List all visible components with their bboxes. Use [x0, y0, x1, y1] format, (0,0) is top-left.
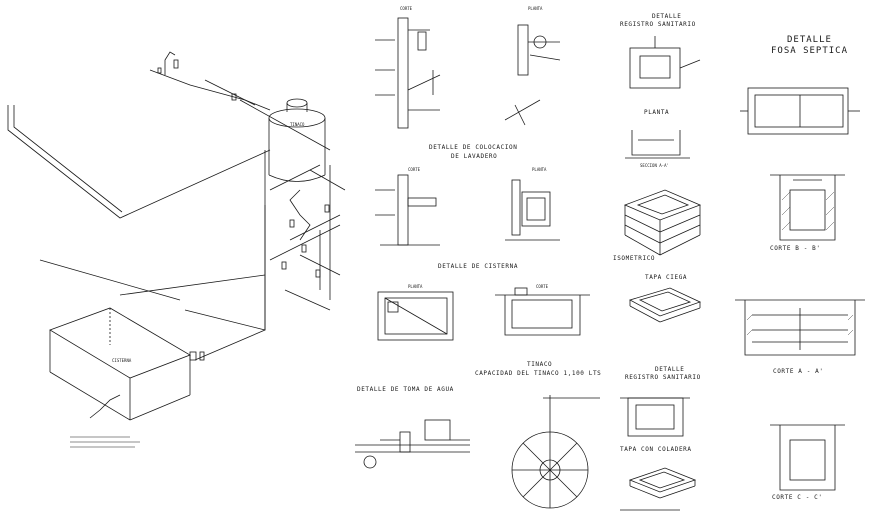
label-detalle-registro-1: DETALLE	[652, 13, 682, 20]
fosa-corte-c	[770, 424, 845, 491]
notes-lines	[70, 436, 140, 448]
label-detalle-toma: DETALLE DE TOMA DE AGUA	[357, 386, 454, 393]
label-planta-registro: PLANTA	[644, 109, 670, 116]
tinaco-planta	[511, 395, 600, 509]
label-detalle-registro-2: REGISTRO SANITARIO	[620, 21, 696, 28]
label-corte-a: CORTE A - A'	[773, 368, 824, 375]
label-planta-top: PLANTA	[528, 6, 543, 11]
fosa-septica-planta	[740, 87, 860, 135]
fosa-corte-a	[735, 299, 865, 356]
label-detalle-cisterna: DETALLE DE CISTERNA	[438, 263, 519, 270]
label-corte-top: CORTE	[400, 6, 413, 11]
label-tapa-coladera: TAPA CON COLADERA	[620, 446, 692, 453]
registro-seccion	[625, 130, 690, 159]
label-detalle-lavadero-1: DETALLE DE COLOCACION	[429, 144, 518, 151]
label-tapa-ciega: TAPA CIEGA	[645, 274, 688, 281]
label-cisterna-tank: CISTERNA	[112, 358, 132, 363]
fosa-corte-b	[770, 174, 845, 241]
tinaco-tank	[268, 98, 326, 182]
registro-planta-top	[629, 36, 701, 89]
label-tinaco-2: CAPACIDAD DEL TINACO 1,100 LTS	[475, 370, 602, 377]
registro-bottom	[620, 397, 690, 437]
isometric-plumbing-network	[7, 51, 346, 419]
label-corte-lavadero: CORTE	[408, 167, 421, 172]
wall-detail-corte	[375, 17, 441, 129]
label-isometrico: ISOMETRICO	[613, 255, 656, 262]
registro-isometrico	[623, 189, 702, 256]
tapa-ciega	[628, 287, 702, 323]
tapa-coladera	[620, 467, 697, 511]
toma-de-agua	[355, 419, 470, 469]
label-detalle-registro2-2: REGISTRO SANITARIO	[625, 374, 701, 381]
label-detalle-lavadero-2: DE LAVADERO	[451, 153, 498, 160]
hatching	[746, 191, 854, 336]
label-corte-c: CORTE C - C'	[772, 494, 823, 501]
lavadero-detail	[375, 174, 560, 246]
label-seccion: SECCION A-A'	[640, 163, 669, 168]
label-detalle-fosa-2: FOSA SEPTICA	[771, 46, 849, 56]
cisterna-box	[49, 307, 191, 421]
label-planta-lavadero: PLANTA	[532, 167, 547, 172]
label-corte-b: CORTE B - B'	[770, 245, 821, 252]
label-detalle-fosa-1: DETALLE	[787, 35, 832, 45]
label-tinaco-1: TINACO	[527, 361, 553, 368]
wall-detail-planta	[504, 24, 561, 126]
label-detalle-registro2-1: DETALLE	[655, 366, 685, 373]
label-planta-cisterna: PLANTA	[408, 284, 423, 289]
label-corte-cisterna: CORTE	[536, 284, 549, 289]
cisterna-planta	[377, 291, 454, 341]
cisterna-corte	[495, 287, 590, 336]
label-tinaco-tank: TINACO	[290, 122, 305, 127]
